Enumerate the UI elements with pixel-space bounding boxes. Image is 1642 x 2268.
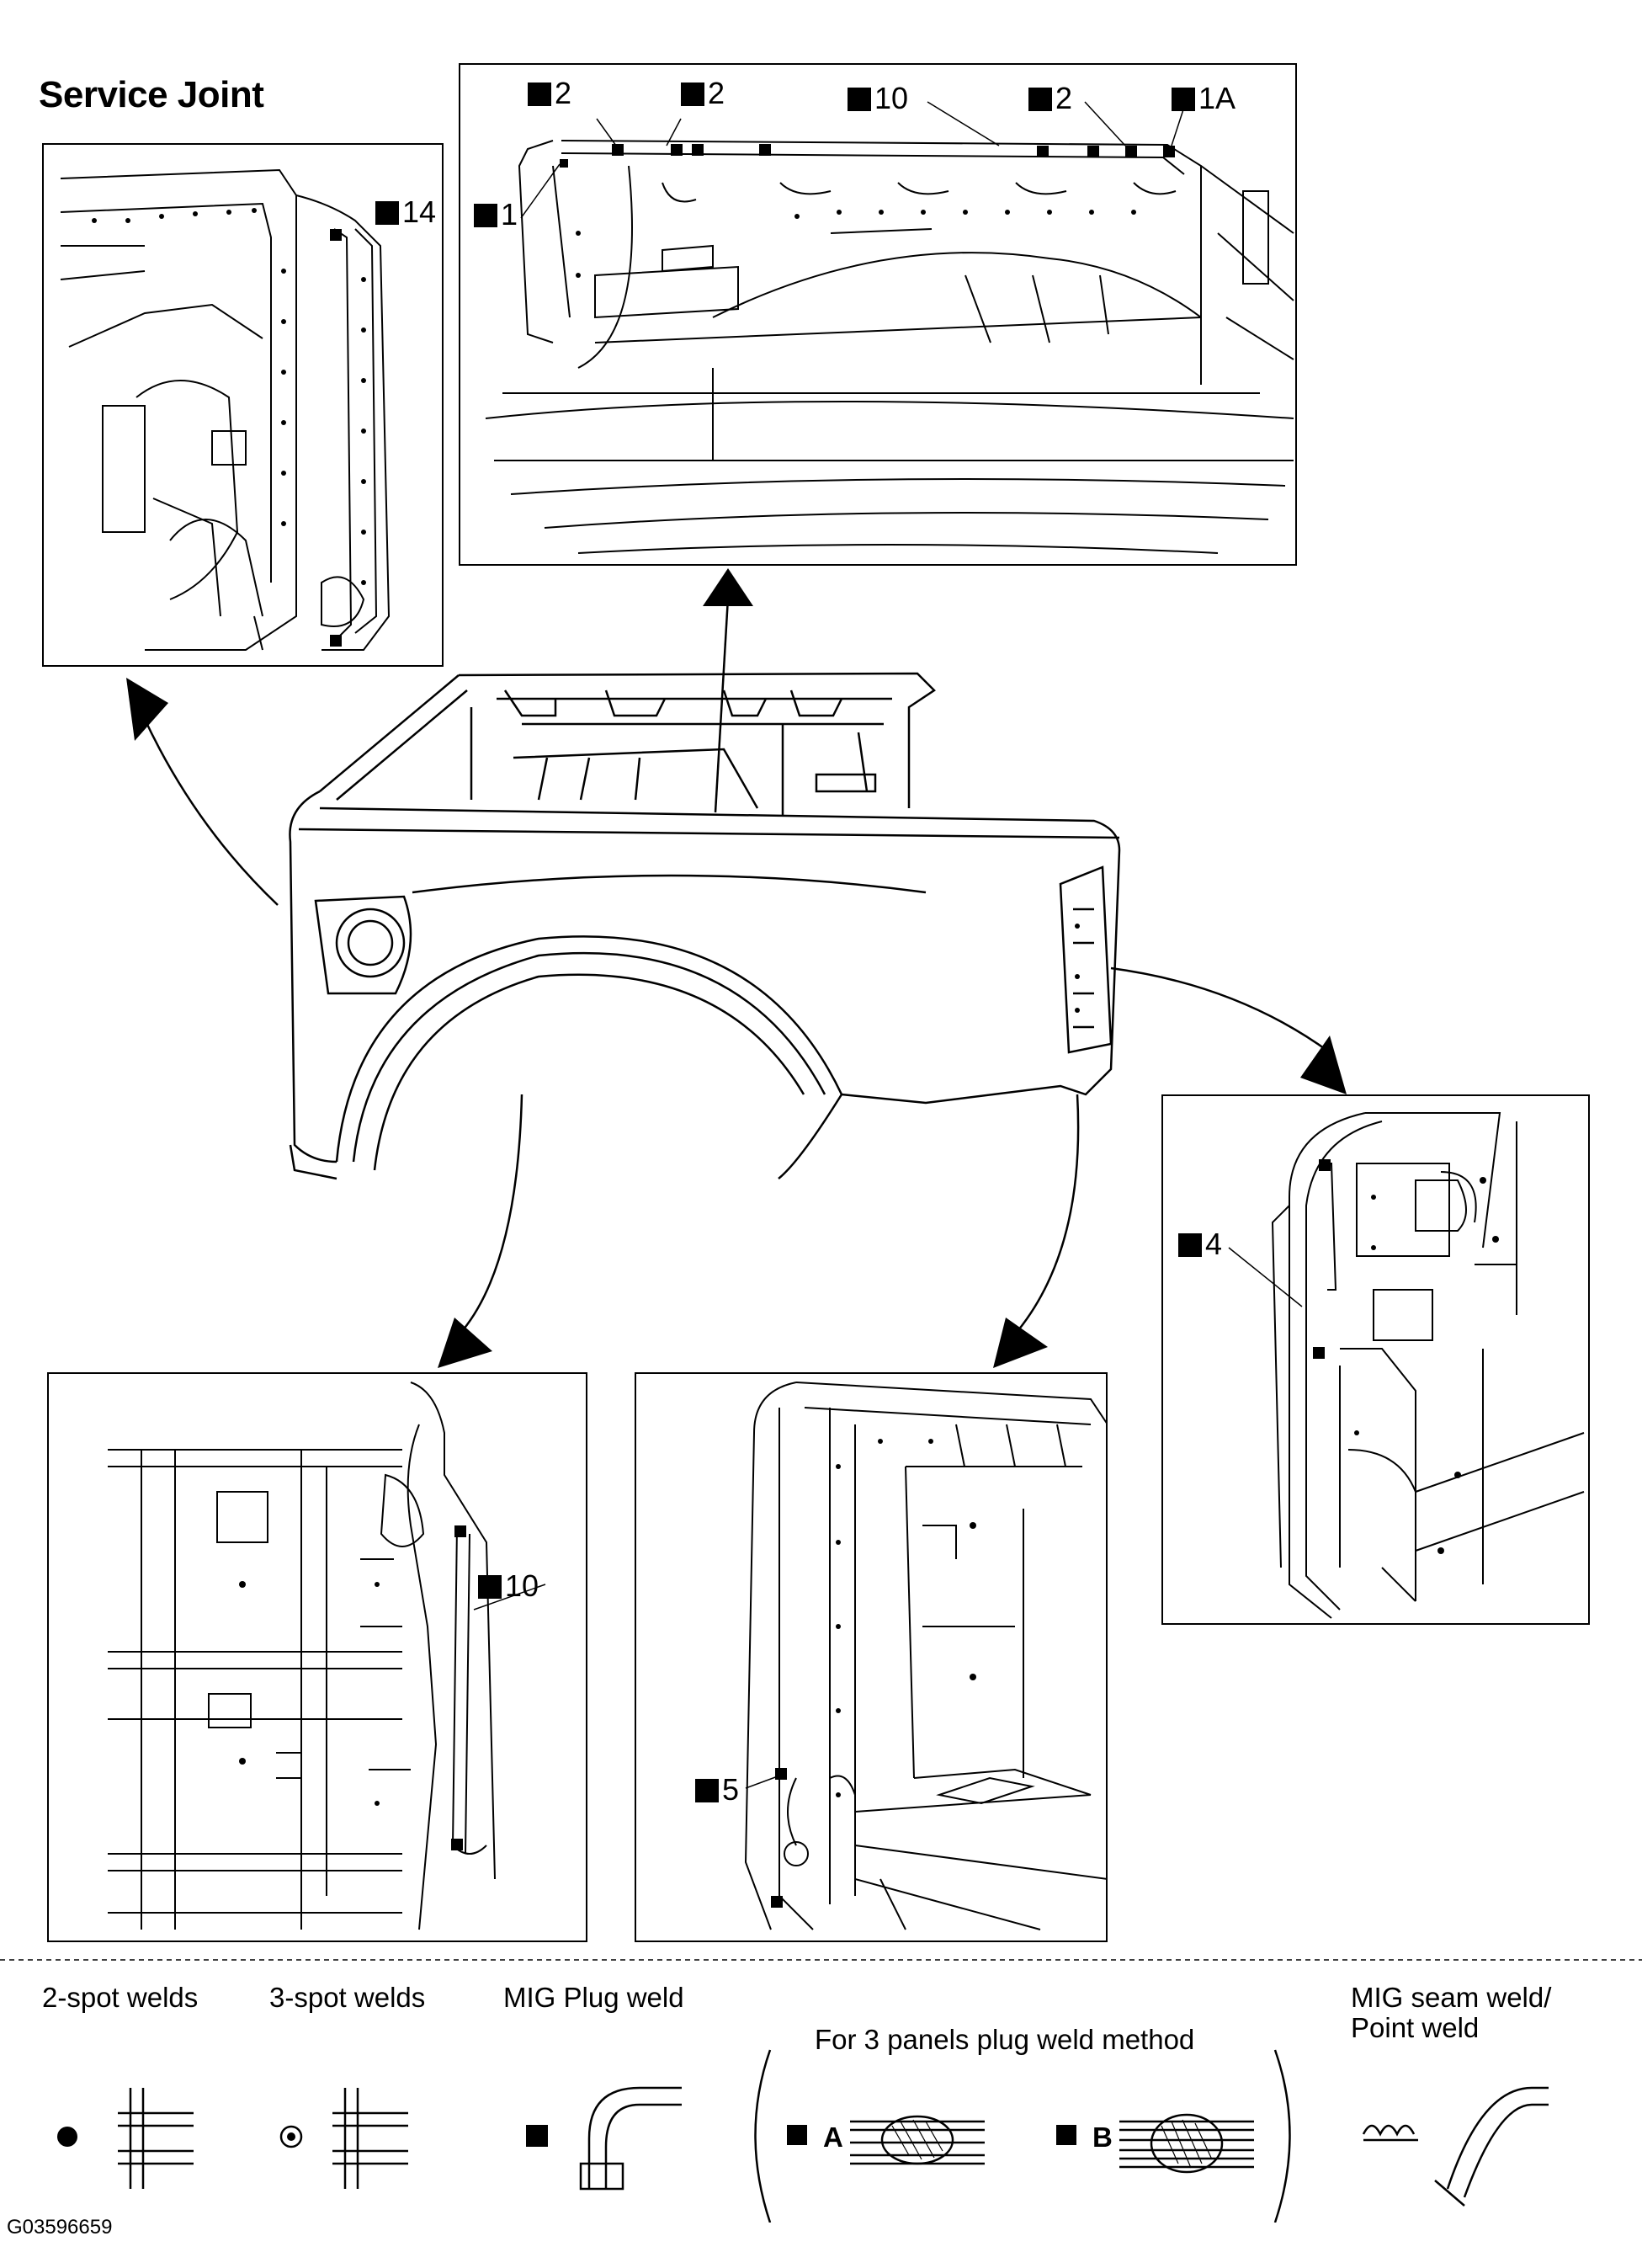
front-pillar-illustration	[744, 1382, 1106, 1930]
callout-4: 4	[1178, 1229, 1222, 1259]
figure-code: G03596659	[7, 2216, 113, 2239]
rear-corner-illustration	[60, 168, 391, 651]
callout-5: 5	[695, 1775, 739, 1805]
callout-1: 1	[474, 200, 518, 230]
detail-panel-wheelhouse: 10	[47, 1372, 587, 1942]
legend-point-weld: Point weld	[1351, 2012, 1480, 2043]
callout-1A: 1A	[1172, 83, 1235, 114]
callout-10-wheelhouse: 10	[478, 1571, 539, 1601]
detail-panel-tail-pillar: 4	[1161, 1094, 1590, 1625]
callout-10-top: 10	[848, 83, 908, 114]
tail-pillar-illustration	[1228, 1112, 1585, 1619]
callout-2-center-left: 2	[681, 78, 725, 109]
legend-3-panels-method: For 3 panels plug weld method	[815, 2024, 1195, 2055]
page-title: Service Joint	[39, 74, 264, 115]
bed-top-rail-illustration	[485, 101, 1294, 554]
legend-method-b: B	[1092, 2122, 1113, 2153]
callout-14: 14	[375, 197, 436, 227]
legend-mig-seam-weld: MIG seam weld/	[1351, 1982, 1552, 2013]
legend-2-spot-welds: 2-spot welds	[42, 1982, 199, 2013]
legend-mig-plug-weld: MIG Plug weld	[503, 1982, 684, 2013]
wheelhouse-illustration	[108, 1382, 546, 1930]
weld-legend-symbols	[0, 1959, 1642, 2223]
callout-2-right: 2	[1028, 83, 1072, 114]
legend-3-spot-welds: 3-spot welds	[269, 1982, 426, 2013]
callout-2-left: 2	[528, 78, 571, 109]
legend-method-a: A	[823, 2122, 843, 2153]
detail-panel-bed-top-rail: 2 2 10 2 1A 1	[459, 63, 1297, 566]
detail-panel-rear-corner: 14	[42, 143, 444, 667]
detail-panel-front-pillar: 5	[635, 1372, 1108, 1942]
